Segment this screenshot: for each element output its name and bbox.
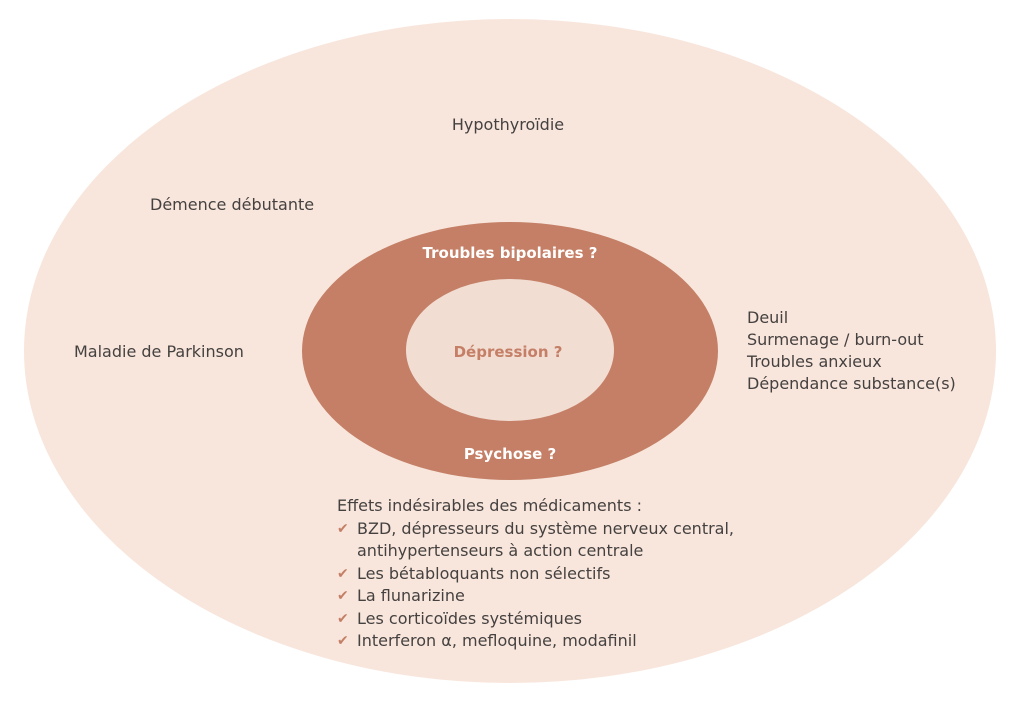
medication-list: Effets indésirables des médicaments : ✔B… (337, 495, 734, 653)
label-hypothyroidie: Hypothyroïdie (451, 115, 565, 134)
check-icon: ✔ (337, 610, 349, 627)
medication-heading: Effets indésirables des médicaments : (337, 496, 642, 515)
inner-ellipse (406, 279, 614, 421)
check-icon: ✔ (337, 588, 349, 604)
check-icon: ✔ (337, 633, 349, 649)
list-item: ✔Interferon α, mefloquine, modafinil (337, 630, 734, 653)
label-demence: Démence débutante (150, 195, 315, 214)
label-bipolaires: Troubles bipolaires ? (422, 244, 598, 262)
right-labels: Deuil Surmenage / burn-out Troubles anxi… (747, 307, 956, 395)
check-icon: ✔ (337, 520, 349, 537)
label-anxieux: Troubles anxieux (747, 352, 882, 371)
label-depression: Dépression ? (453, 343, 563, 361)
list-item: ✔BZD, dépresseurs du système nerveux cen… (337, 518, 735, 561)
label-dependance: Dépendance substance(s) (747, 374, 956, 393)
label-parkinson: Maladie de Parkinson (74, 342, 244, 361)
label-deuil: Deuil (747, 308, 789, 327)
list-item: ✔Les bétabloquants non sélectifs (337, 563, 734, 586)
check-icon: ✔ (337, 565, 349, 582)
list-item: ✔La flunarizine (337, 585, 734, 608)
label-psychose: Psychose ? (463, 445, 557, 463)
list-item: ✔Les corticoïdes systémiques (337, 608, 734, 631)
label-burnout: Surmenage / burn-out (747, 330, 924, 349)
